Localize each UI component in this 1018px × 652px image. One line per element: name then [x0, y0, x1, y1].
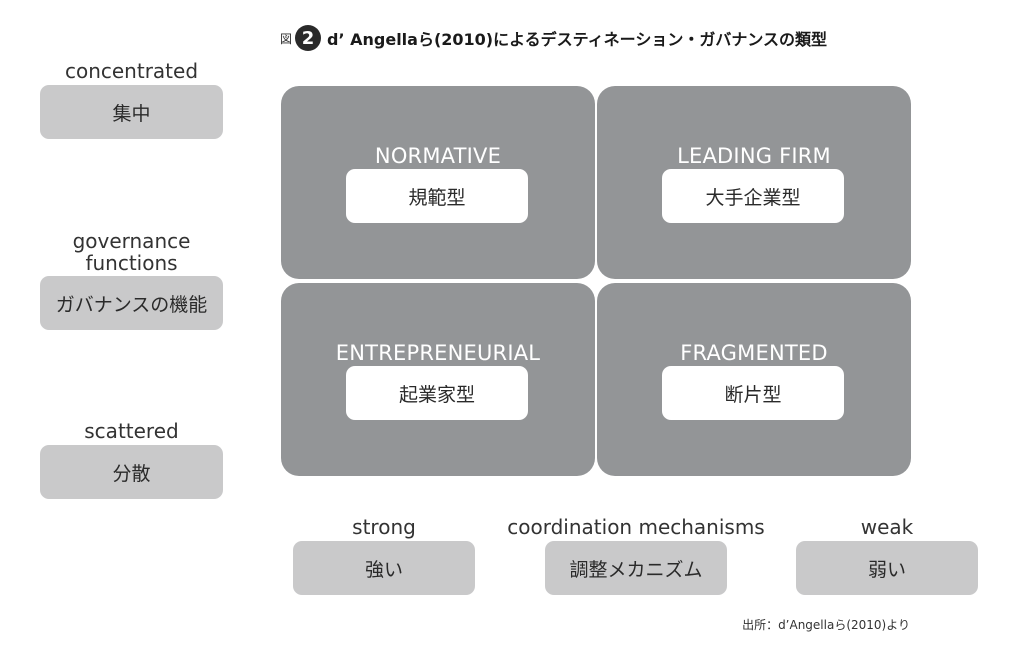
- source-note: 出所：d’Angellaら(2010)より: [742, 618, 910, 632]
- side-pill-governance-functions: ガバナンスの機能: [40, 276, 223, 330]
- bottom-label-coordination-mechanisms: coordination mechanisms 調整メカニズム: [490, 514, 782, 595]
- bottom-pill-strong: 強い: [293, 541, 475, 595]
- quadrant-normative-en: NORMATIVE: [374, 144, 502, 168]
- figure-title-text: d’ Angellaら(2010)によるデスティネーション・ガバナンスの類型: [327, 30, 828, 49]
- side-label-concentrated: concentrated 集中: [40, 60, 223, 139]
- quadrant-entrepreneurial: ENTREPRENEURIAL 起業家型: [281, 283, 595, 476]
- side-label-governance-functions: governance functions ガバナンスの機能: [40, 230, 223, 330]
- figure-prefix: 図: [280, 31, 293, 46]
- side-label-governance-en-line1: governance: [72, 229, 191, 253]
- quadrant-fragmented: FRAGMENTED 断片型: [597, 283, 911, 476]
- quadrant-entrepreneurial-ja: 起業家型: [346, 366, 528, 420]
- quadrant-fragmented-en: FRAGMENTED: [680, 341, 828, 365]
- side-label-scattered-en: scattered: [84, 419, 179, 443]
- side-label-scattered: scattered 分散: [40, 420, 223, 499]
- bottom-label-coordination-en: coordination mechanisms: [507, 515, 765, 539]
- quadrant-leading-firm: LEADING FIRM 大手企業型: [597, 86, 911, 279]
- quadrant-leading-firm-en: LEADING FIRM: [677, 144, 831, 168]
- bottom-label-weak-en: weak: [860, 515, 914, 539]
- side-pill-concentrated: 集中: [40, 85, 223, 139]
- quadrant-normative-ja: 規範型: [346, 169, 528, 223]
- side-label-governance-en-line2: functions: [85, 251, 178, 275]
- figure-title: 図 2 d’ Angellaら(2010)によるデスティネーション・ガバナンスの…: [280, 22, 827, 54]
- bottom-pill-weak: 弱い: [796, 541, 978, 595]
- bottom-label-strong: strong 強い: [293, 514, 475, 595]
- side-label-concentrated-en: concentrated: [64, 59, 199, 83]
- quadrant-entrepreneurial-en: ENTREPRENEURIAL: [335, 341, 541, 365]
- side-pill-scattered: 分散: [40, 445, 223, 499]
- quadrant-fragmented-ja: 断片型: [662, 366, 844, 420]
- figure-number-badge: 2: [295, 25, 322, 51]
- quadrant-normative: NORMATIVE 規範型: [281, 86, 595, 279]
- quadrant-leading-firm-ja: 大手企業型: [662, 169, 844, 223]
- bottom-label-strong-en: strong: [352, 515, 416, 539]
- bottom-pill-coordination: 調整メカニズム: [545, 541, 727, 595]
- bottom-label-weak: weak 弱い: [796, 514, 978, 595]
